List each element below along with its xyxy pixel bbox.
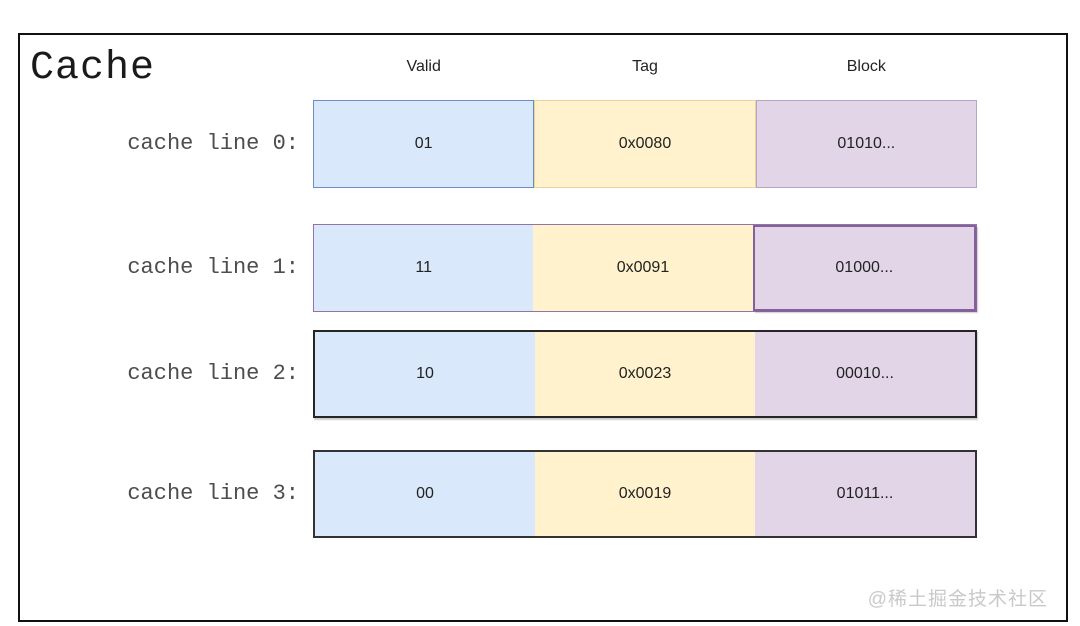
tag-cell: 0x0023 [535, 332, 755, 416]
cache-line-label: cache line 1: [127, 255, 299, 280]
cache-line-cells: 01 0x0080 01010... [313, 100, 977, 188]
valid-cell: 10 [315, 332, 535, 416]
cache-line-label: cache line 0: [127, 131, 299, 156]
cache-line-cells: 00 0x0019 01011... [313, 450, 977, 538]
block-cell: 00010... [755, 332, 975, 416]
cache-line-row-3: cache line 3: 00 0x0019 01011... [20, 450, 977, 538]
column-header-valid: Valid [406, 58, 441, 75]
cache-line-row-2: cache line 2: 10 0x0023 00010... [20, 330, 977, 418]
column-headers: Valid Tag Block [313, 58, 977, 80]
valid-cell: 11 [314, 225, 534, 311]
valid-cell: 00 [315, 452, 535, 536]
tag-cell: 0x0080 [534, 100, 756, 188]
block-cell: 01011... [755, 452, 975, 536]
block-cell: 01010... [755, 100, 977, 188]
cache-line-row-1: cache line 1: 11 0x0091 01000... [20, 224, 977, 312]
block-cell: 01000... [752, 225, 976, 311]
cache-line-row-0: cache line 0: 01 0x0080 01010... [20, 100, 977, 188]
cache-line-cells: 11 0x0091 01000... [313, 224, 977, 312]
column-header-tag: Tag [632, 58, 658, 75]
valid-cell: 01 [313, 100, 535, 188]
cache-line-label: cache line 3: [127, 481, 299, 506]
cache-line-cells: 10 0x0023 00010... [313, 330, 977, 418]
diagram-title: Cache [30, 46, 156, 91]
column-header-block: Block [846, 58, 886, 75]
watermark: @稀土掘金技术社区 [867, 589, 1048, 610]
tag-cell: 0x0091 [533, 225, 753, 311]
cache-line-label: cache line 2: [127, 361, 299, 386]
tag-cell: 0x0019 [535, 452, 755, 536]
